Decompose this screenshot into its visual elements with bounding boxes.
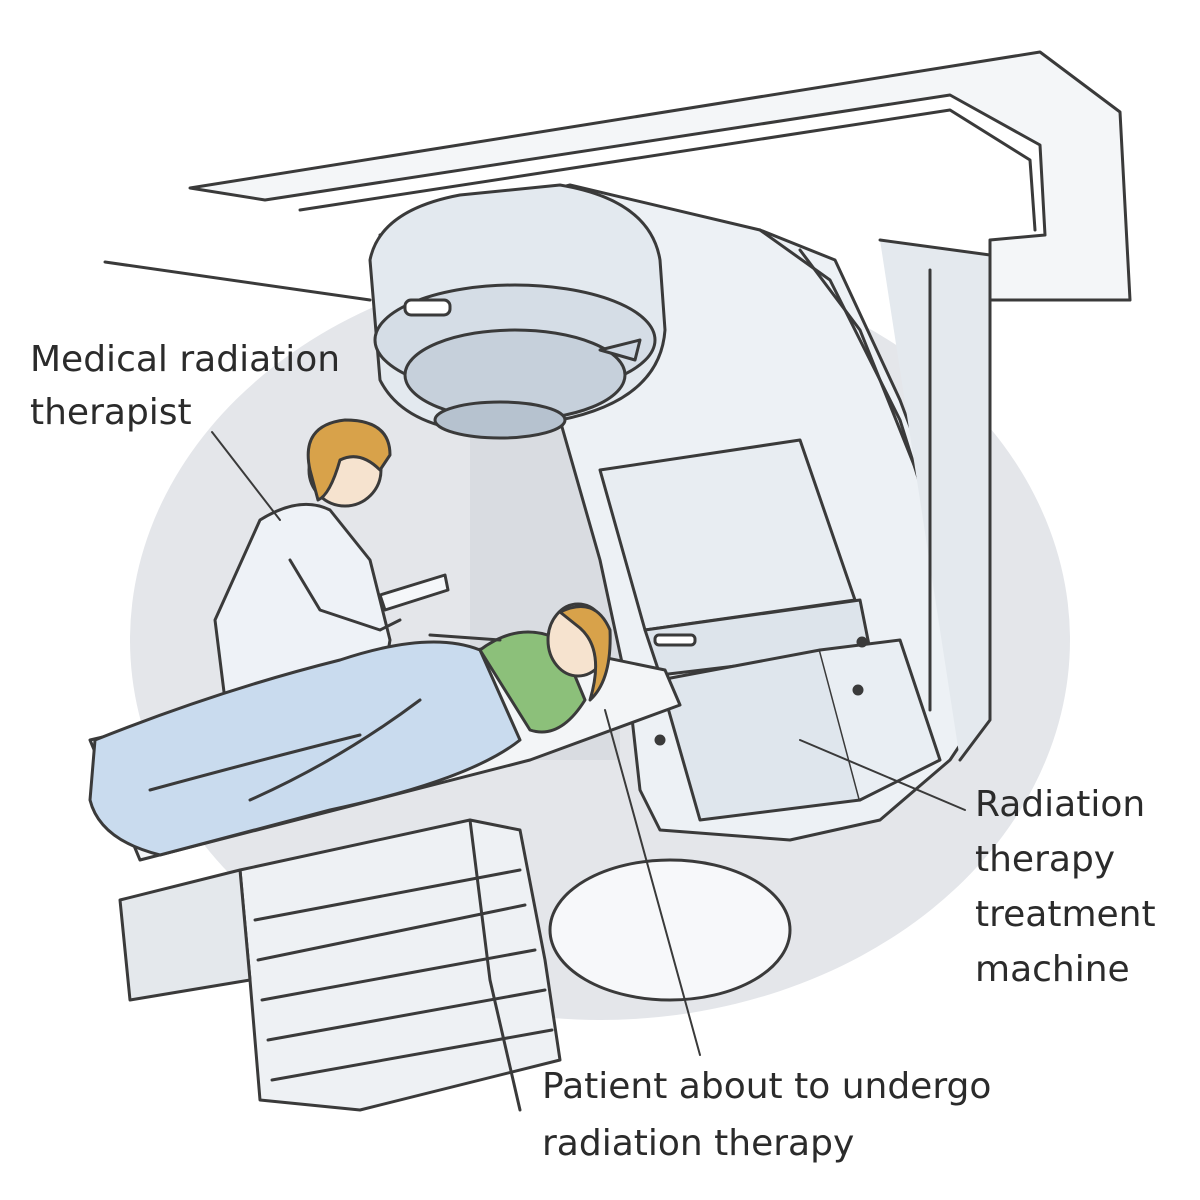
therapist-arm xyxy=(288,558,402,632)
therapist-hair xyxy=(306,418,392,502)
machine-label: Radiation therapy treatment machine xyxy=(975,777,1156,997)
therapist-label-line-2: therapist xyxy=(30,392,192,433)
couch-base xyxy=(238,818,562,1112)
patient-label-line-1: Patient about to undergo xyxy=(542,1066,992,1107)
patient-leader-line xyxy=(604,709,701,1056)
therapist-label: Medical radiation therapist xyxy=(30,333,340,439)
therapist-label-line-1: Medical radiation xyxy=(30,339,341,380)
machine-label-line-4: machine xyxy=(975,949,1130,990)
ceiling-frame xyxy=(188,50,1132,302)
floor-turntable xyxy=(548,858,792,1002)
machine-label-line-2: therapy xyxy=(975,839,1116,880)
machine-label-line-3: treatment xyxy=(975,894,1156,935)
machine-label-line-1: Radiation xyxy=(975,784,1146,825)
therapist-leader-line xyxy=(211,431,281,521)
patient-label: Patient about to undergo radiation thera… xyxy=(542,1058,991,1172)
patient-label-line-2: radiation therapy xyxy=(542,1123,855,1164)
patient-hair xyxy=(558,604,612,702)
machine-leader-line xyxy=(799,739,966,811)
